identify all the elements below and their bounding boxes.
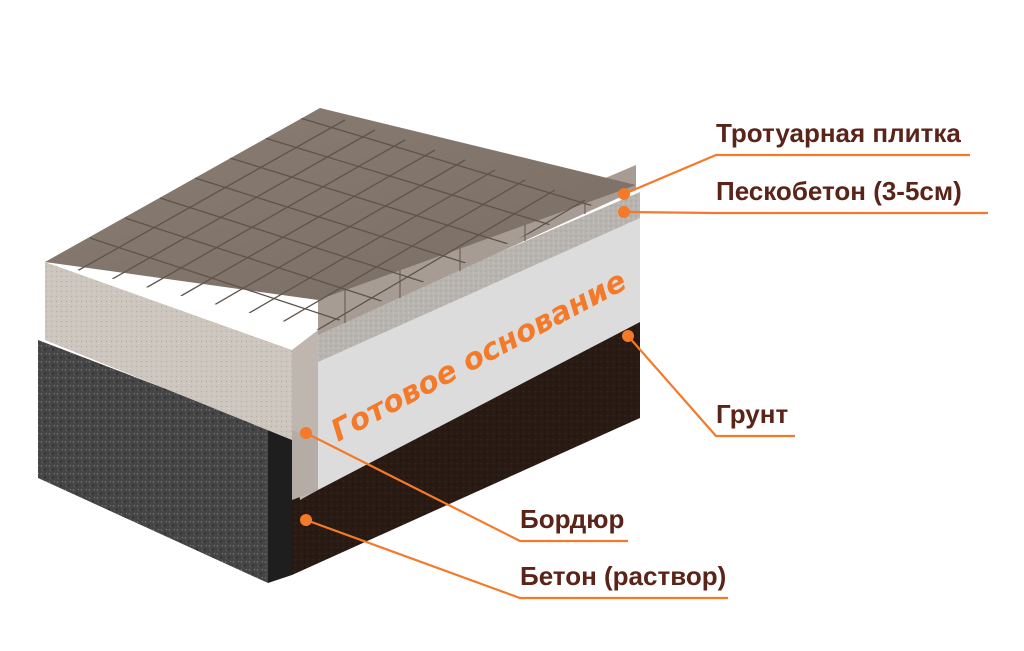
leader-dots [300,188,634,526]
concrete-layer [38,340,292,583]
paving-tile-marker-dot [618,188,630,200]
soil-layer [292,320,640,575]
paving-tiles-top [45,108,636,330]
curb [45,262,318,500]
curb-marker-dot [300,427,312,439]
soil-leader-line [627,335,795,438]
curb-leader-line [305,432,628,543]
leader-lines [305,153,988,600]
curb-label: Бордюр [520,504,624,534]
prepared-base-layer [318,215,640,490]
paving-tile-label: Тротуарная плитка [716,118,961,148]
sand-concrete-layer [318,192,640,362]
concrete-marker-dot [300,514,312,526]
soil-marker-dot [622,330,634,342]
concrete-leader-line [305,518,728,600]
soil-label: Грунт [716,399,788,429]
paving-tile-leader-line [623,153,970,196]
sand-concrete-label: Пескобетон (3-5см) [716,176,962,206]
sand-concrete-leader-line [623,210,988,215]
concrete-label: Бетон (раствор) [520,561,726,591]
sand-concrete-marker-dot [618,206,630,218]
